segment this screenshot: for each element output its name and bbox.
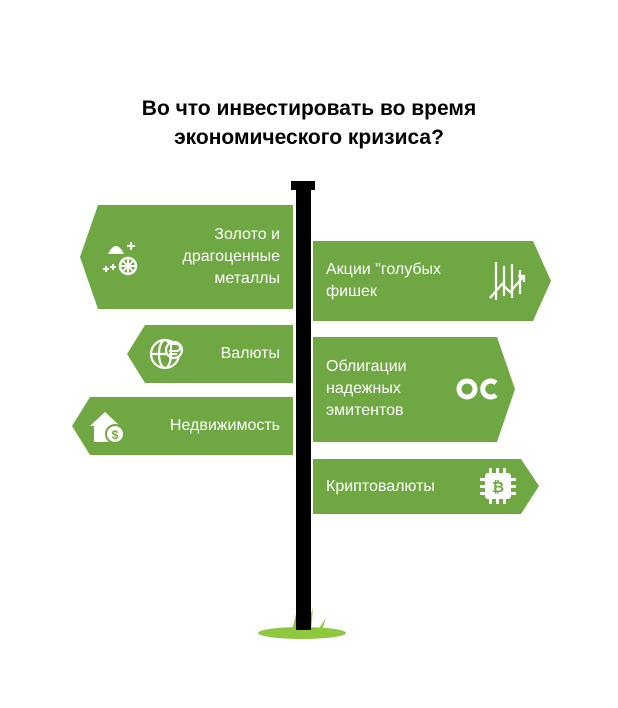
bitcoin-chip-icon: ₿ <box>480 468 516 504</box>
title-line-1: Во что инвестировать во время <box>141 97 477 120</box>
globe-currency-icon <box>149 338 184 370</box>
sign-bluechip-label: Акции "голубых фишек <box>326 261 442 300</box>
grass-ground <box>258 627 346 639</box>
sign-currencies-label: Валюты <box>220 345 280 362</box>
sign-crypto-label: Криптовалюты <box>326 478 435 495</box>
sign-realestate-label: Недвижимость <box>169 417 280 434</box>
svg-text:$: $ <box>112 428 119 442</box>
sign-bonds-label: Облигации надежных эмитентов <box>326 358 407 419</box>
signpost-pole <box>296 190 311 630</box>
signpost-cap <box>291 181 315 190</box>
stock-growth-icon <box>489 262 526 300</box>
sign-bluechip <box>313 241 551 321</box>
sign-bonds <box>313 337 515 442</box>
house-money-icon: $ <box>90 412 125 444</box>
sign-gold-label: Золото и драгоценные металлы <box>182 226 280 287</box>
sign-realestate <box>72 397 293 455</box>
title-line-2: экономического кризиса? <box>174 126 444 149</box>
sign-crypto <box>313 459 539 514</box>
bond-oc-icon <box>456 378 498 400</box>
gold-ore-icon <box>103 242 138 276</box>
page-title: Во что инвестировать во время экономичес… <box>0 94 618 152</box>
svg-text:₿: ₿ <box>492 479 504 496</box>
sign-gold <box>80 205 293 309</box>
